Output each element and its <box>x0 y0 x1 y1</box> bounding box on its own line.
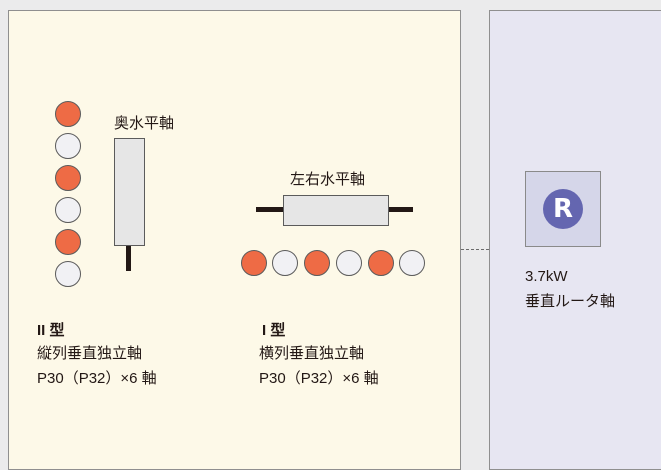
axis-dot <box>304 250 330 276</box>
axis-dot <box>241 250 267 276</box>
type-i-desc-line2: P30（P32）×6 軸 <box>259 370 379 387</box>
type-ii-desc-line2: P30（P32）×6 軸 <box>37 370 157 387</box>
lateral-axis-rod-left <box>256 207 284 212</box>
router-r-icon: R <box>543 189 583 229</box>
type-ii-label: II 型 <box>37 322 65 339</box>
axis-dot <box>55 101 81 127</box>
axis-dot <box>55 133 81 159</box>
router-axis-label: 垂直ルータ軸 <box>525 293 616 310</box>
axis-dot <box>55 197 81 223</box>
type-ii-desc-line1: 縦列垂直独立軸 <box>37 345 143 362</box>
axis-dot <box>55 229 81 255</box>
router-axis-box: R <box>525 171 601 247</box>
axis-dot <box>55 165 81 191</box>
left-panel <box>8 10 461 470</box>
axis-dot <box>368 250 394 276</box>
lateral-horizontal-axis-actuator <box>283 195 389 226</box>
depth-horizontal-axis-actuator <box>114 138 145 246</box>
axis-dot <box>55 261 81 287</box>
axis-dot <box>336 250 362 276</box>
connector-line <box>461 249 489 250</box>
type-i-label: I 型 <box>262 322 286 339</box>
lateral-horizontal-axis-label: 左右水平軸 <box>290 171 366 188</box>
depth-horizontal-axis-label: 奥水平軸 <box>114 115 175 132</box>
router-power-label: 3.7kW <box>525 268 568 285</box>
type-i-desc-line1: 横列垂直独立軸 <box>259 345 365 362</box>
lateral-axis-rod-right <box>389 207 413 212</box>
axis-dot <box>272 250 298 276</box>
axis-dot <box>399 250 425 276</box>
depth-axis-rod <box>126 246 131 271</box>
